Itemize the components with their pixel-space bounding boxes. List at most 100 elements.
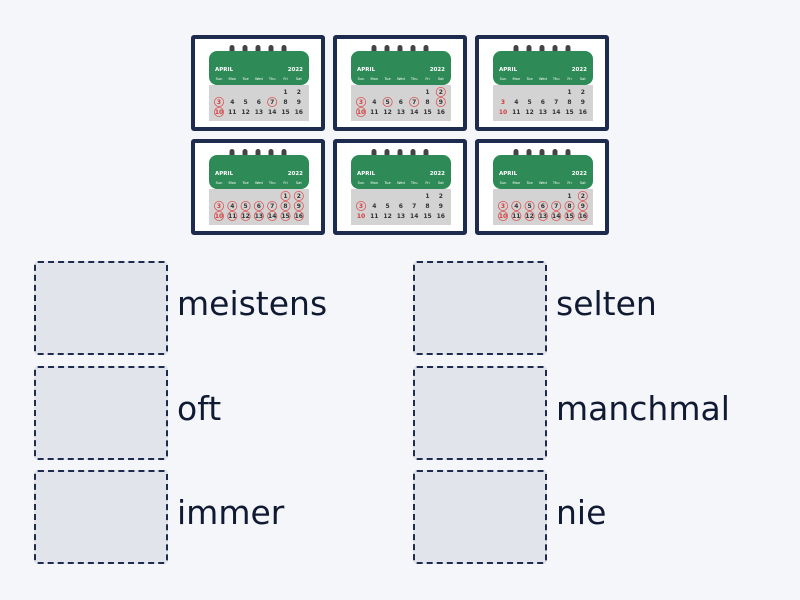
calendar-header xyxy=(493,51,593,85)
calendar-day: 7 xyxy=(412,203,416,210)
calendar-weekday: Wed xyxy=(397,77,405,81)
calendar-year: 2022 xyxy=(288,67,303,73)
calendar-weekday: Thu xyxy=(552,77,560,81)
calendar-weekday: Sat xyxy=(296,77,302,81)
day-circle-mark xyxy=(355,97,366,108)
day-circle-mark xyxy=(253,211,264,222)
calendar-day: 15 xyxy=(423,109,431,116)
calendar-day: 10 xyxy=(499,213,507,220)
drop-zone-manchmal[interactable] xyxy=(413,366,547,460)
calendar-day: 12 xyxy=(241,213,249,220)
day-circle-mark xyxy=(524,201,535,212)
calendar-day: 2 xyxy=(297,89,301,96)
calendar-day: 5 xyxy=(244,99,248,106)
calendar-day: 13 xyxy=(539,109,547,116)
drop-zone-immer[interactable] xyxy=(34,470,168,564)
calendar-weekday: Tue xyxy=(242,77,250,81)
calendar-month: APRIL xyxy=(499,67,518,73)
day-circle-mark xyxy=(213,201,224,212)
calendar-day: 9 xyxy=(297,203,301,210)
calendar-weekday: Fri xyxy=(283,77,287,81)
calendar-month: APRIL xyxy=(357,171,376,177)
calendar-day: 5 xyxy=(386,203,390,210)
day-circle-mark xyxy=(280,191,291,202)
drop-zone-oft[interactable] xyxy=(34,366,168,460)
calendar-day: 15 xyxy=(565,109,573,116)
calendar-day: 7 xyxy=(412,99,416,106)
label-oft: oft xyxy=(177,389,222,428)
calendar-day: 1 xyxy=(425,193,429,200)
day-circle-mark xyxy=(564,201,575,212)
day-circle-mark xyxy=(267,211,278,222)
calendar-day: 12 xyxy=(241,109,249,116)
calendar-weekday: Tue xyxy=(384,77,392,81)
calendar-day: 13 xyxy=(255,213,263,220)
calendar-day: 6 xyxy=(399,203,403,210)
calendar-month: APRIL xyxy=(215,67,234,73)
calendar-day: 10 xyxy=(499,109,507,116)
day-circle-mark xyxy=(293,211,304,222)
calendar-day: 4 xyxy=(514,99,518,106)
day-circle-mark xyxy=(524,211,535,222)
calendar-day: 12 xyxy=(383,213,391,220)
calendar-day: 14 xyxy=(268,213,276,220)
day-circle-mark xyxy=(267,201,278,212)
calendar-day: 13 xyxy=(397,213,405,220)
calendar-weekday: Mon xyxy=(371,77,379,81)
calendar-day: 4 xyxy=(230,203,234,210)
day-circle-mark xyxy=(253,201,264,212)
calendar-weekday: Wed xyxy=(397,181,405,185)
calendar-weekday: Fri xyxy=(567,77,571,81)
calendar-month: APRIL xyxy=(215,171,234,177)
calendar-day: 8 xyxy=(567,203,571,210)
calendar-day: 8 xyxy=(283,203,287,210)
calendar-day: 9 xyxy=(439,203,443,210)
day-circle-mark xyxy=(577,191,588,202)
calendar-day: 4 xyxy=(230,99,234,106)
day-circle-mark xyxy=(227,211,238,222)
day-circle-mark xyxy=(382,97,393,108)
calendar-weekday: Sun xyxy=(358,77,365,81)
day-circle-mark xyxy=(213,211,224,222)
calendar-day: 5 xyxy=(528,203,532,210)
calendar-day: 10 xyxy=(215,109,223,116)
drop-zone-nie[interactable] xyxy=(413,470,547,564)
day-circle-mark xyxy=(213,107,224,118)
calendar-weekday: Sat xyxy=(438,77,444,81)
calendar-header xyxy=(209,51,309,85)
calendar-day: 8 xyxy=(425,99,429,106)
calendar-weekday: Fri xyxy=(283,181,287,185)
day-circle-mark xyxy=(240,201,251,212)
calendar-day: 14 xyxy=(552,213,560,220)
calendar-month: APRIL xyxy=(499,171,518,177)
calendar-day: 2 xyxy=(581,193,585,200)
calendar-weekday: Wed xyxy=(539,181,547,185)
calendar-weekday: Sun xyxy=(500,181,507,185)
calendar-day: 16 xyxy=(295,109,303,116)
drop-zone-selten[interactable] xyxy=(413,261,547,355)
calendar-day: 6 xyxy=(541,203,545,210)
calendar-weekday: Sun xyxy=(216,77,223,81)
calendar-day: 5 xyxy=(386,99,390,106)
calendar-day: 1 xyxy=(283,193,287,200)
day-circle-mark xyxy=(240,211,251,222)
calendar-day: 15 xyxy=(565,213,573,220)
calendar-weekday: Sat xyxy=(580,181,586,185)
calendar-weekday: Thu xyxy=(410,77,418,81)
drop-zone-meistens[interactable] xyxy=(34,261,168,355)
calendar-day: 12 xyxy=(525,109,533,116)
calendar-day: 7 xyxy=(270,99,274,106)
calendar-day: 4 xyxy=(372,203,376,210)
day-circle-mark xyxy=(497,211,508,222)
calendar-body xyxy=(493,85,593,121)
day-circle-mark xyxy=(497,201,508,212)
